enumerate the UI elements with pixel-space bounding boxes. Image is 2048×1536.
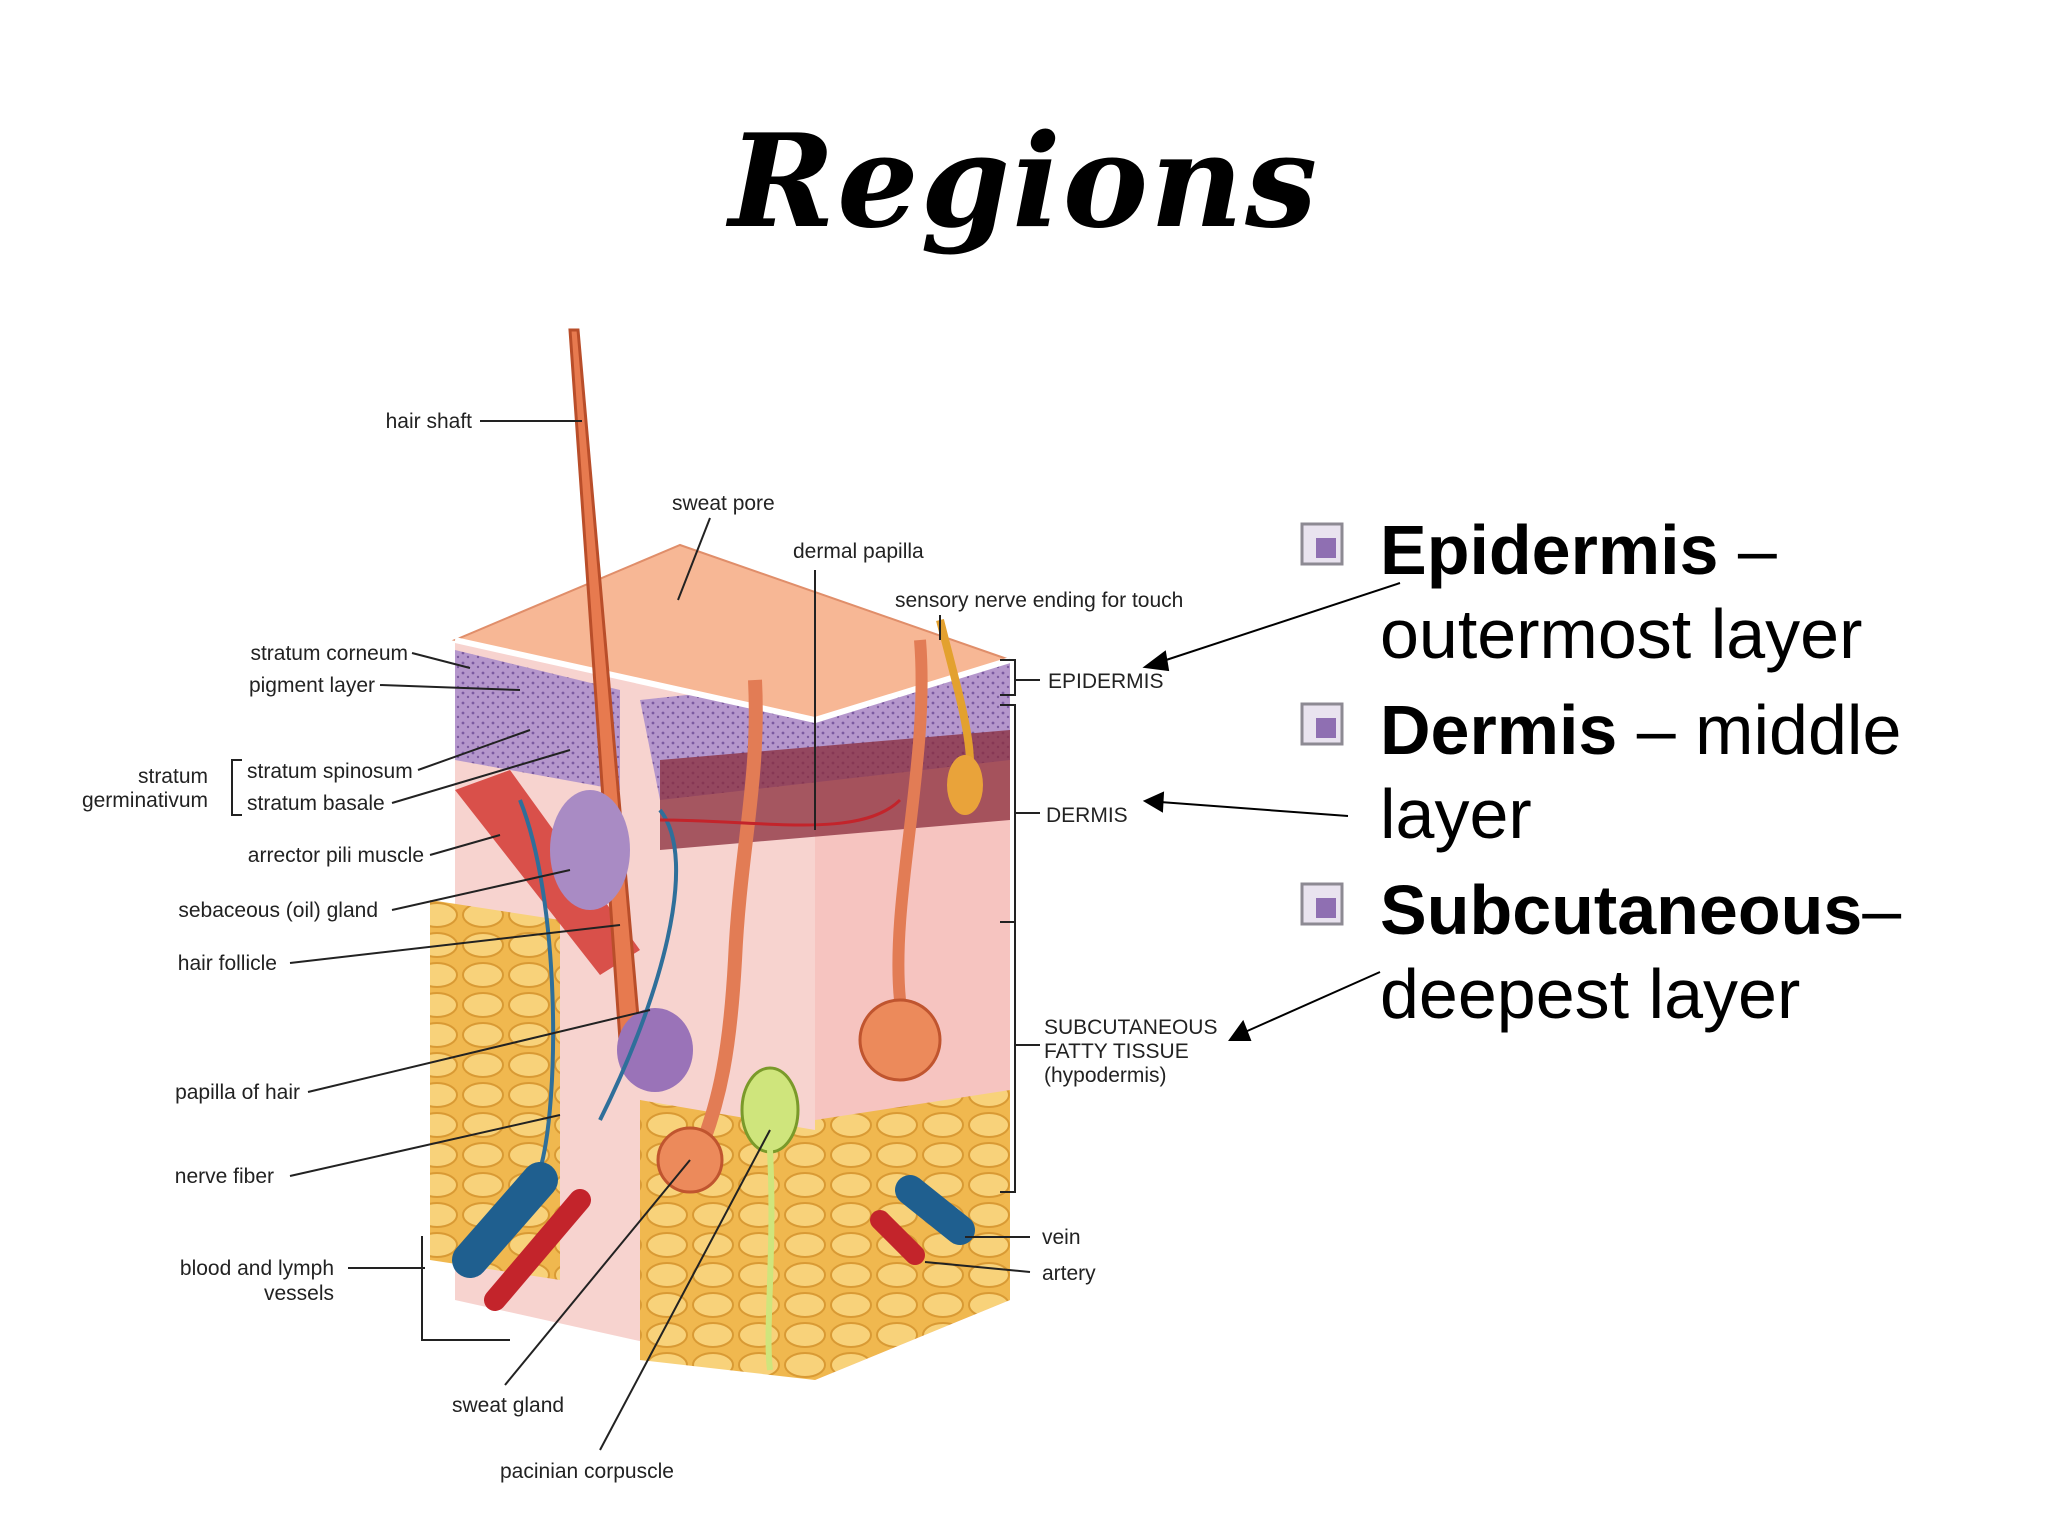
label-arrector-pili: arrector pili muscle bbox=[248, 844, 424, 867]
label-stratum-spinosum: stratum spinosum bbox=[247, 760, 413, 783]
bullet-dermis: Dermis – middle layer bbox=[1300, 688, 2000, 856]
label-vein: vein bbox=[1042, 1226, 1081, 1249]
label-sebaceous-gland: sebaceous (oil) gland bbox=[178, 899, 378, 922]
layer-bullet-list: Epidermis – outermost layer Dermis – mid… bbox=[1300, 508, 2000, 1048]
label-fatty-tissue: FATTY TISSUE bbox=[1044, 1040, 1189, 1063]
label-hypodermis: (hypodermis) bbox=[1044, 1064, 1167, 1087]
label-stratum-germinativum-2: germinativum bbox=[82, 789, 208, 812]
bullet-term: Epidermis bbox=[1380, 511, 1718, 589]
label-stratum-basale: stratum basale bbox=[247, 792, 385, 815]
pacinian-corpuscle-shape bbox=[742, 1068, 798, 1152]
label-stratum-corneum: stratum corneum bbox=[250, 642, 408, 665]
sebaceous-gland-shape bbox=[550, 790, 630, 910]
hair-follicle-shape bbox=[617, 1008, 693, 1092]
label-pigment-layer: pigment layer bbox=[249, 674, 375, 697]
bullet-term: Subcutaneous bbox=[1380, 871, 1862, 949]
square-bullet-icon bbox=[1300, 702, 1346, 748]
label-dermis: DERMIS bbox=[1046, 804, 1128, 827]
square-bullet-icon bbox=[1300, 882, 1346, 928]
label-epidermis: EPIDERMIS bbox=[1048, 670, 1164, 693]
label-hair-follicle: hair follicle bbox=[178, 952, 277, 975]
label-nerve-fiber: nerve fiber bbox=[175, 1165, 274, 1188]
label-papilla-of-hair: papilla of hair bbox=[175, 1081, 300, 1104]
bullet-epidermis: Epidermis – outermost layer bbox=[1300, 508, 2000, 676]
square-bullet-icon bbox=[1300, 522, 1346, 568]
label-blood-lymph: blood and lymph bbox=[180, 1257, 334, 1280]
label-artery: artery bbox=[1042, 1262, 1096, 1285]
label-dermal-papilla: dermal papilla bbox=[793, 540, 924, 563]
label-blood-lymph-2: vessels bbox=[264, 1282, 334, 1305]
label-pacinian-corpuscle: pacinian corpuscle bbox=[500, 1460, 674, 1483]
label-sweat-pore: sweat pore bbox=[672, 492, 775, 515]
label-sweat-gland: sweat gland bbox=[452, 1394, 564, 1417]
label-hair-shaft: hair shaft bbox=[386, 410, 473, 433]
bullet-subcutaneous: Subcutaneous– deepest layer bbox=[1300, 868, 2000, 1036]
label-subcutaneous: SUBCUTANEOUS bbox=[1044, 1016, 1217, 1039]
label-stratum-germinativum: stratum bbox=[138, 765, 208, 788]
label-sensory-nerve: sensory nerve ending for touch bbox=[895, 589, 1183, 612]
bullet-term: Dermis bbox=[1380, 691, 1617, 769]
